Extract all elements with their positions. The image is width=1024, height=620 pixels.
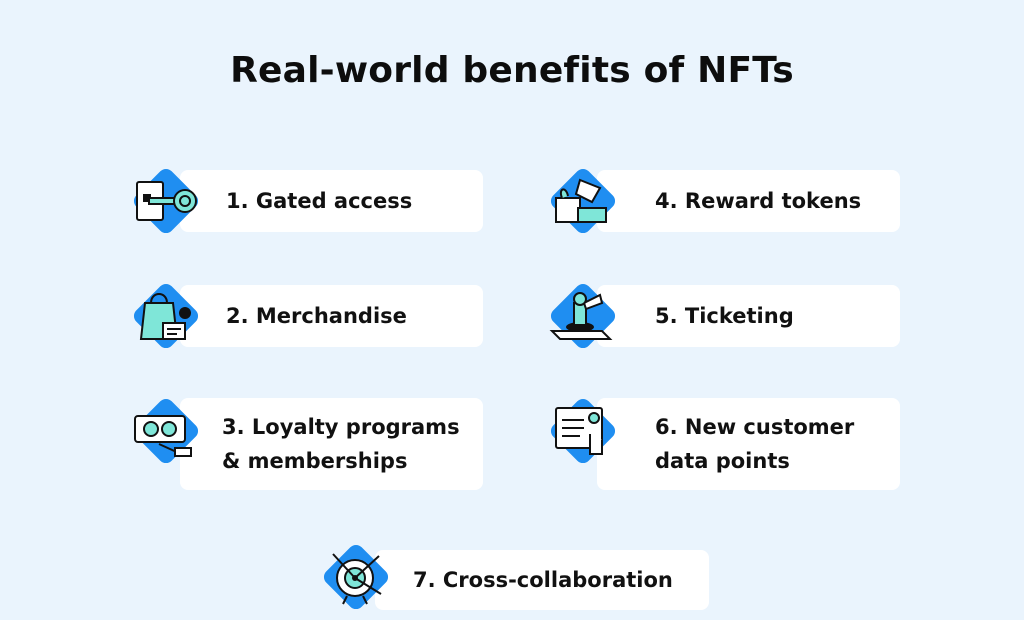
benefit-card-customer-data: 6. New customer data points [597,398,900,490]
gift-box-icon [540,158,626,244]
benefit-card-loyalty-programs: 3. Loyalty programs & memberships [180,398,483,490]
benefit-card-gated-access: 1. Gated access [180,170,483,232]
benefit-label: 6. New customer data points [655,415,855,473]
loyalty-card-icon [123,388,209,474]
benefit-label: 3. Loyalty programs & memberships [222,415,460,473]
data-screen-icon [540,388,626,474]
benefit-card-reward-tokens: 4. Reward tokens [597,170,900,232]
benefit-label: 2. Merchandise [226,304,407,328]
benefit-label: 5. Ticketing [655,304,794,328]
benefit-label: 1. Gated access [226,189,413,213]
shopping-bag-icon [123,273,209,359]
ticket-stamp-icon [540,273,626,359]
page-title: Real-world benefits of NFTs [230,50,794,91]
benefit-card-merchandise: 2. Merchandise [180,285,483,347]
key-lock-icon [123,158,209,244]
target-arrows-icon [313,534,399,620]
benefit-card-cross-collaboration: 7. Cross-collaboration [375,550,709,610]
benefit-card-ticketing: 5. Ticketing [597,285,900,347]
benefit-label: 7. Cross-collaboration [413,568,673,592]
benefit-label: 4. Reward tokens [655,189,862,213]
